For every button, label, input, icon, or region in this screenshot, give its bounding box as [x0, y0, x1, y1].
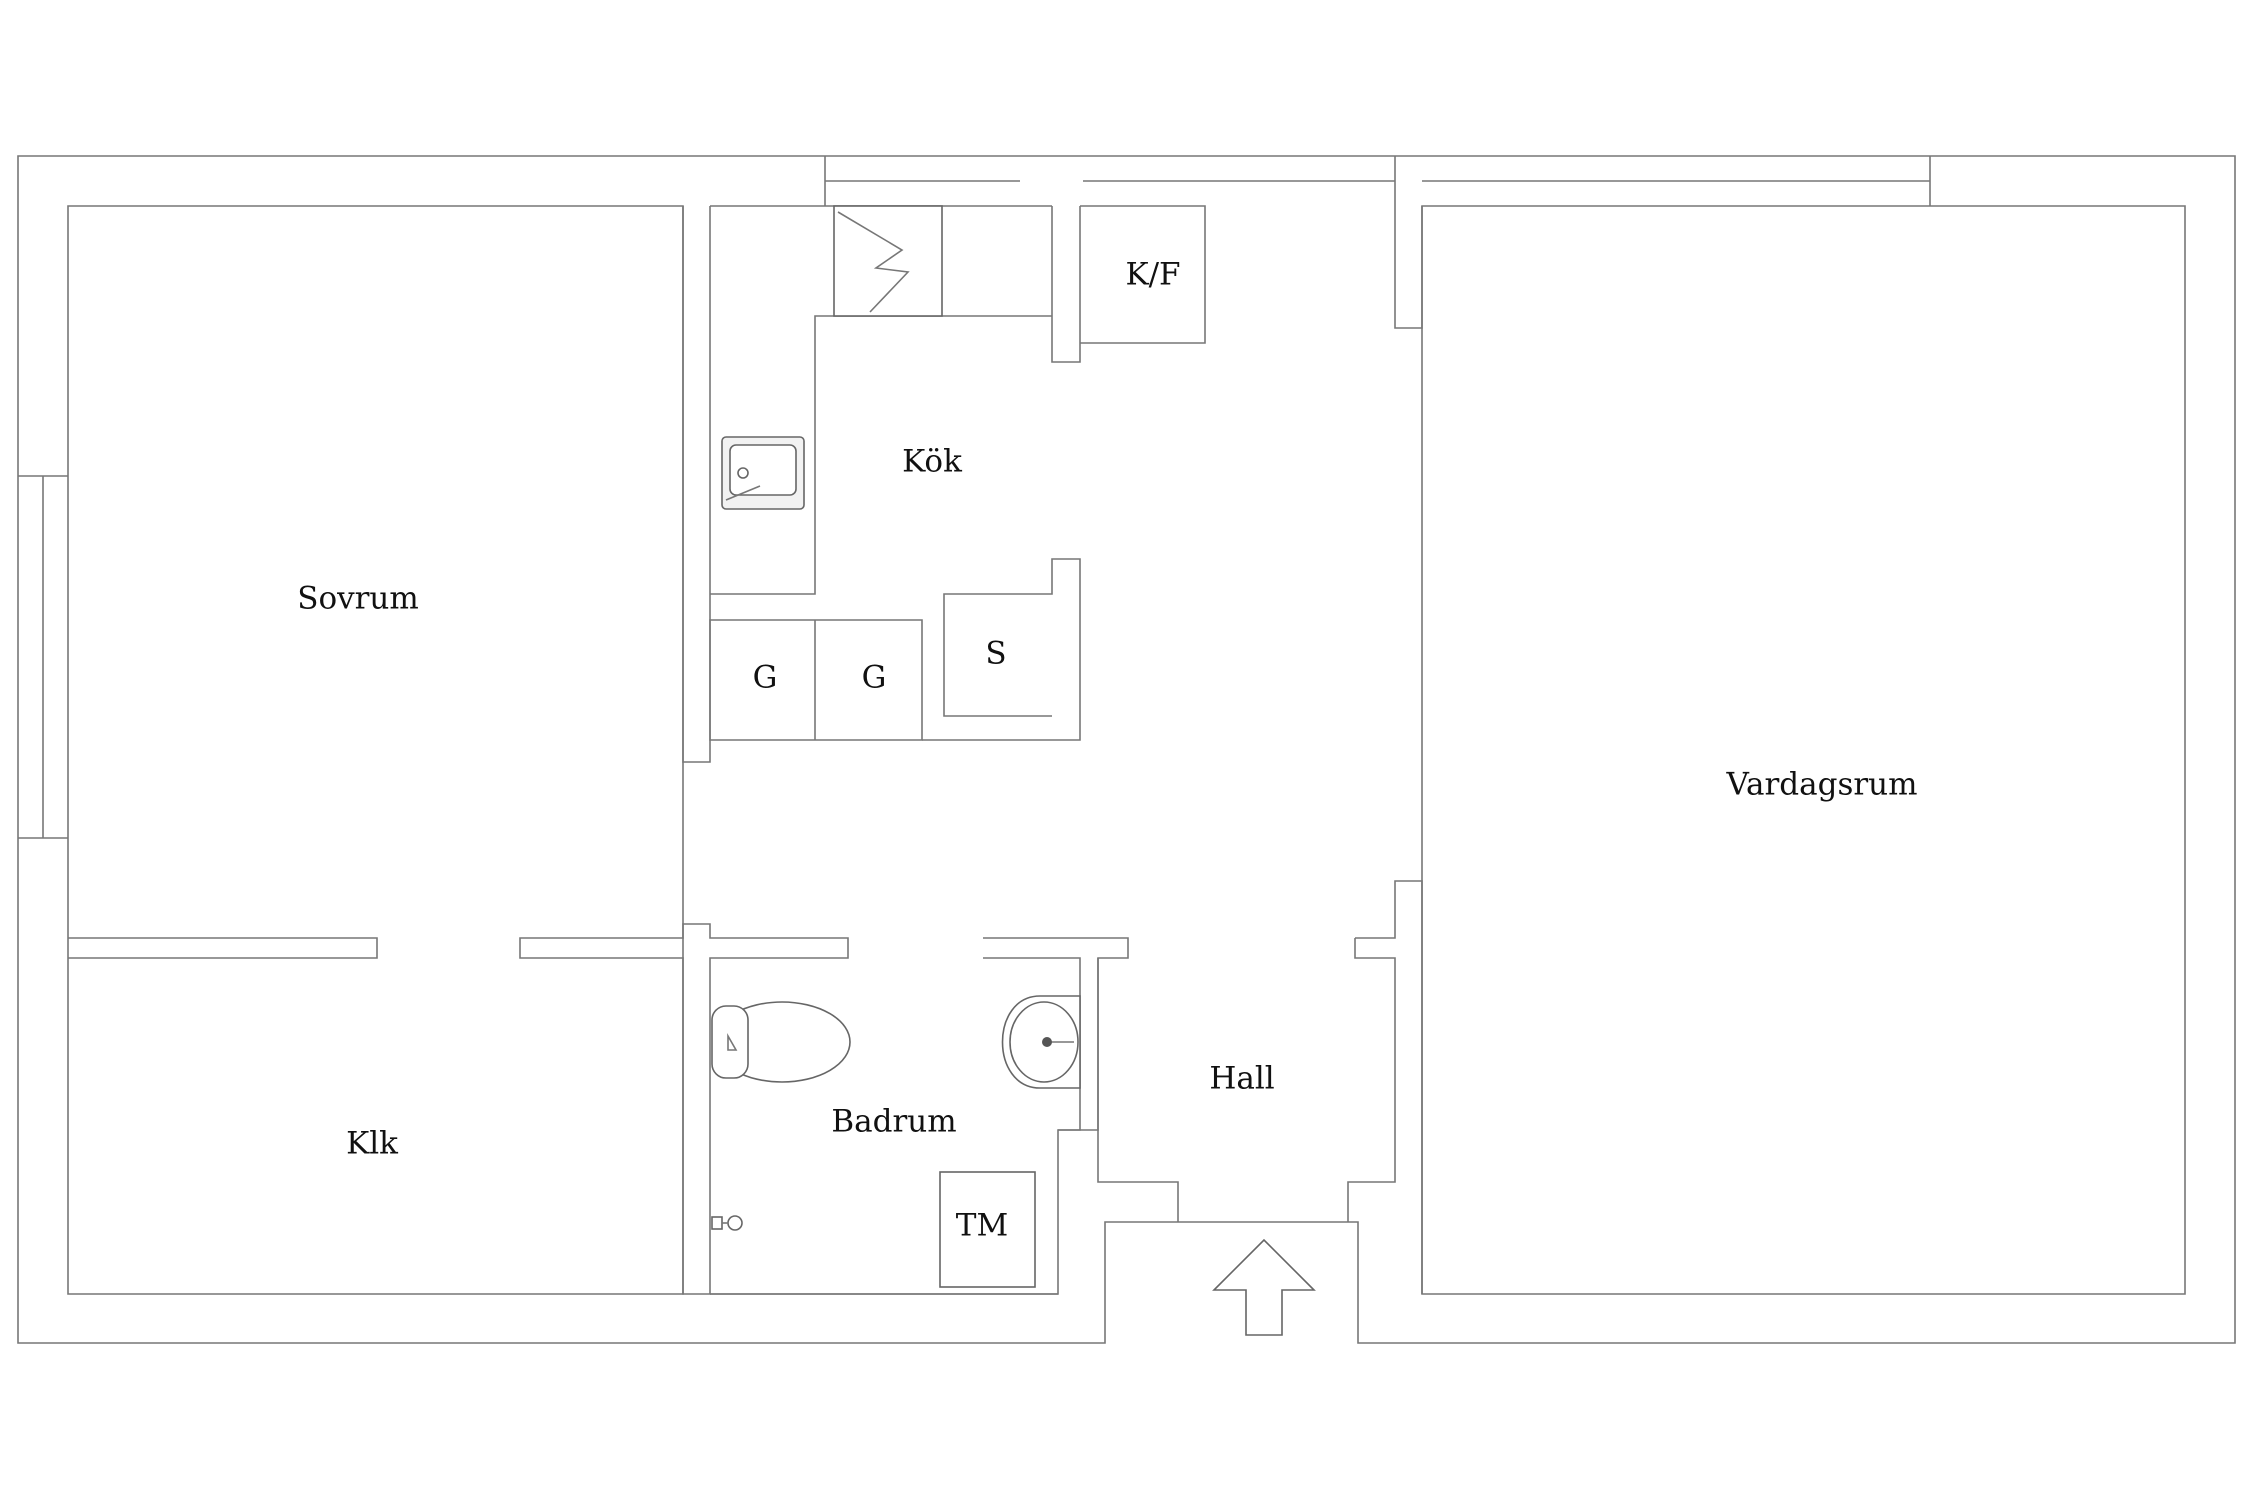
floor-drain-icon: [711, 1215, 743, 1231]
entrance-arrow-icon: [1212, 1238, 1316, 1336]
fixture-label-kf: K/F: [1125, 257, 1180, 293]
room-label-klk: Klk: [346, 1126, 398, 1162]
fixture-label-g2: G: [862, 660, 887, 696]
room-label-sovrum: Sovrum: [297, 581, 419, 617]
toilet-icon: [711, 1001, 851, 1083]
room-label-kok: Kök: [902, 444, 962, 480]
stove-icon: [833, 205, 943, 317]
fixture-label-g1: G: [753, 660, 778, 696]
room-label-badrum: Badrum: [831, 1104, 956, 1140]
room-label-vardagsrum: Vardagsrum: [1725, 767, 1917, 803]
room-label-hall: Hall: [1209, 1061, 1274, 1097]
kitchen-sink-icon: [721, 436, 805, 510]
outer-walls: [17, 155, 2236, 1344]
fixture-label-tm: TM: [956, 1208, 1008, 1244]
interior-walls: [68, 156, 1423, 1295]
washbasin-icon: [1001, 995, 1081, 1089]
fixture-boxes: [939, 1171, 1036, 1288]
fixture-label-s: S: [985, 636, 1006, 672]
